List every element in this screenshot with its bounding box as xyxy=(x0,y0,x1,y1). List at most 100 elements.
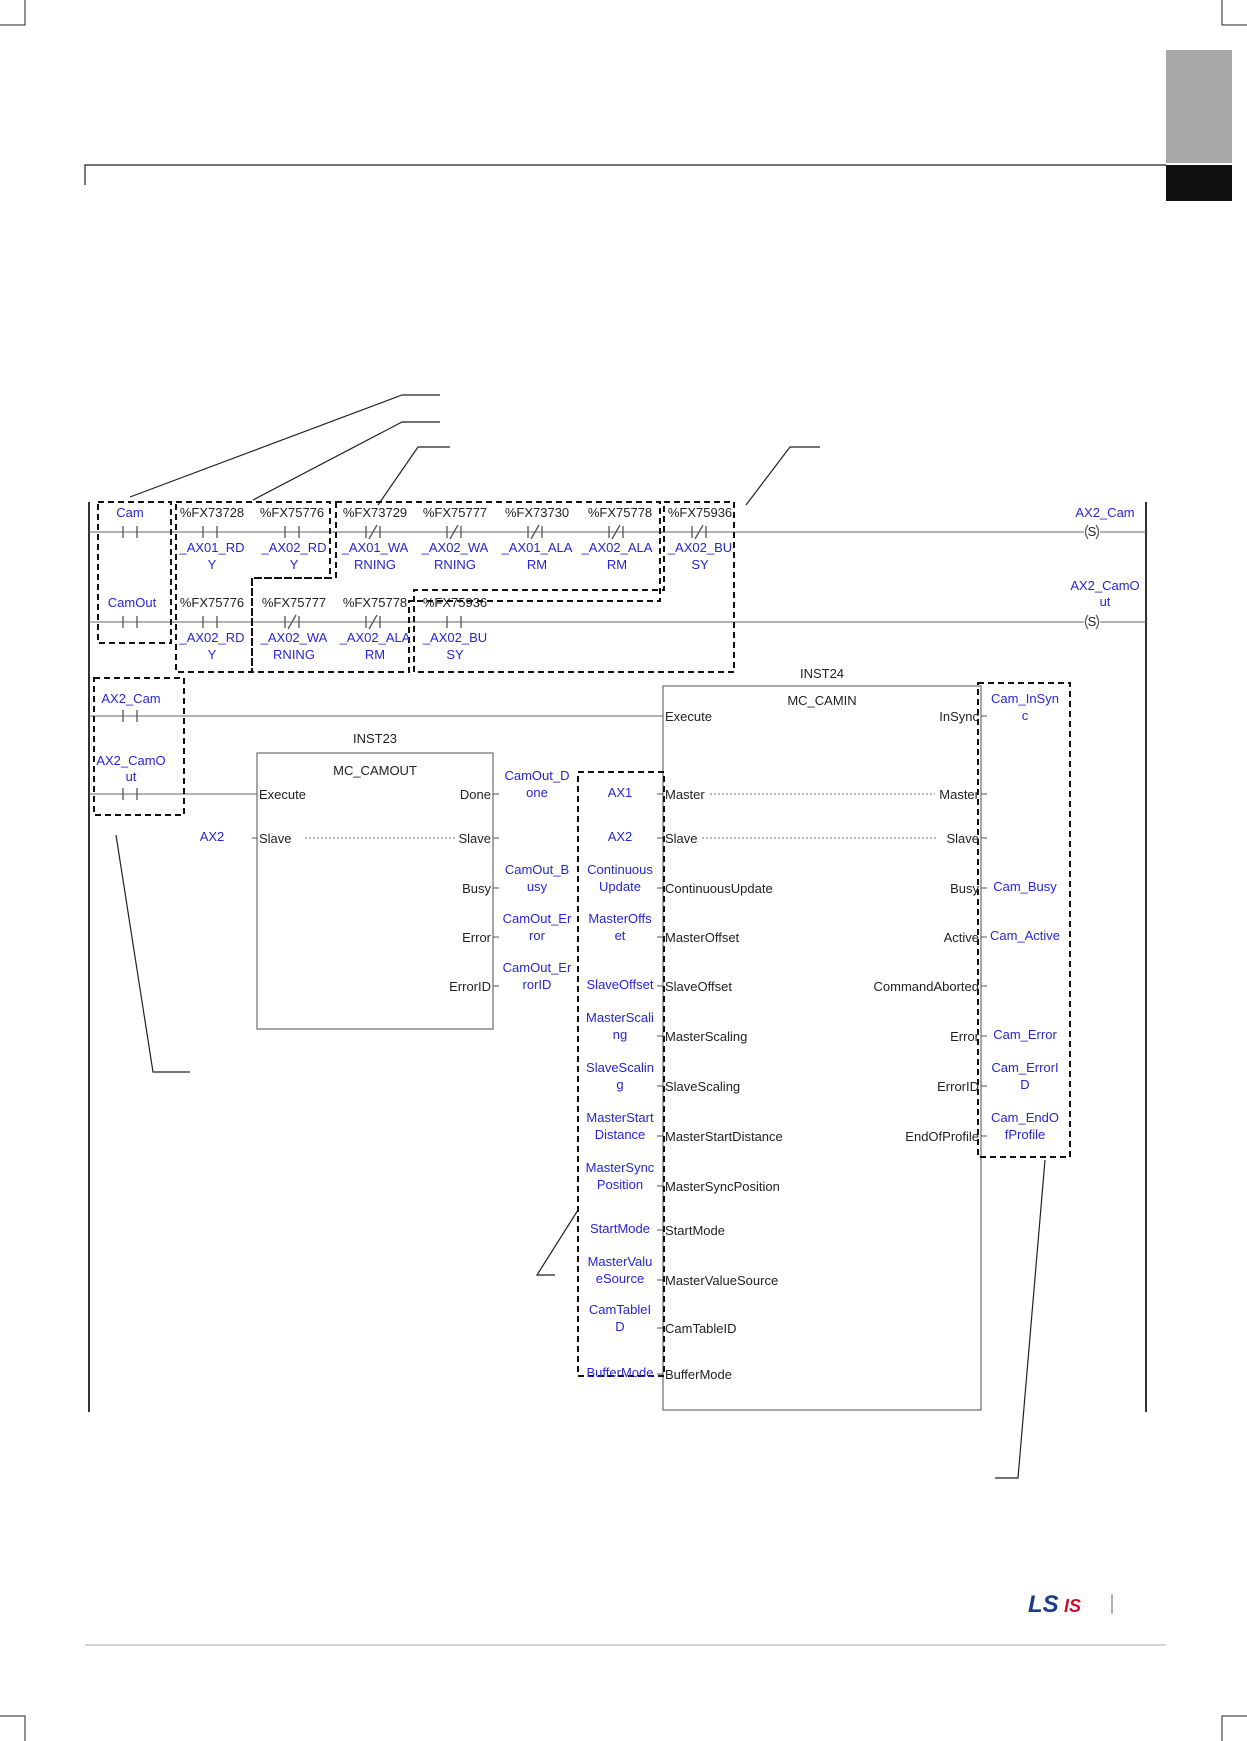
contact-ax2-camout-label[interactable]: AX2_CamO xyxy=(96,753,165,768)
contact-variable-cont: RM xyxy=(365,647,385,662)
camin-input-slavescaling: SlaveScaling xyxy=(665,1079,740,1094)
camin-output-insync: InSync xyxy=(939,709,979,724)
rung2-labels: CamOut %FX75776 _AX02_RD Y %FX75777 _AX0… xyxy=(108,578,1140,662)
camin-var-buffermode[interactable]: BufferMode xyxy=(587,1365,654,1380)
contact-variable[interactable]: _AX02_WA xyxy=(260,630,328,645)
camin-var-masterscaling[interactable]: MasterScali xyxy=(586,1010,654,1025)
camin-var-masteroffset[interactable]: MasterOffs xyxy=(588,911,652,926)
camin-var-error[interactable]: Cam_Error xyxy=(993,1027,1057,1042)
camin-output-master: Master xyxy=(939,787,979,802)
camout-done-variable[interactable]: CamOut_D xyxy=(504,768,569,783)
contact-variable-cont: SY xyxy=(691,557,709,572)
contact-address: %FX75776 xyxy=(180,595,244,610)
camin-var-slaveoffset[interactable]: SlaveOffset xyxy=(587,977,654,992)
coil-variable[interactable]: AX2_Cam xyxy=(1075,505,1134,520)
camin-var-camtableid[interactable]: CamTableI xyxy=(589,1302,651,1317)
logo-ls: LS xyxy=(1028,1591,1059,1618)
contact-address: %FX75778 xyxy=(588,505,652,520)
camin-var-errorid-cont: D xyxy=(1020,1077,1029,1092)
contact-symbols xyxy=(122,524,707,800)
camin-input-continuousupdate: ContinuousUpdate xyxy=(665,881,773,896)
camout-busy-variable-cont: usy xyxy=(527,879,548,894)
camin-var-slave[interactable]: AX2 xyxy=(608,829,633,844)
mc-camin-block[interactable] xyxy=(662,685,982,1411)
contact-variable[interactable]: _AX02_BU xyxy=(422,630,487,645)
rung-lines xyxy=(89,531,1146,795)
camin-var-continuousupdate[interactable]: Continuous xyxy=(587,862,653,877)
contact-address: %FX75777 xyxy=(423,505,487,520)
camin-var-camtableid-cont: D xyxy=(615,1319,624,1334)
camin-var-mastersyncposition[interactable]: MasterSync xyxy=(586,1160,655,1175)
camout-output-error: Error xyxy=(462,930,492,945)
camin-input-master: Master xyxy=(665,787,705,802)
camin-input-execute: Execute xyxy=(665,709,712,724)
camin-var-masterstartdistance[interactable]: MasterStart xyxy=(586,1110,654,1125)
contact-variable-cont: RNING xyxy=(273,647,315,662)
camin-var-master[interactable]: AX1 xyxy=(608,785,633,800)
camin-output-busy: Busy xyxy=(950,881,979,896)
camout-slave-variable[interactable]: AX2 xyxy=(200,829,225,844)
camin-var-mastervaluesource[interactable]: MasterValu xyxy=(588,1254,653,1269)
camin-var-endofprofile-cont: fProfile xyxy=(1005,1127,1045,1142)
contact-variable-cont: RNING xyxy=(434,557,476,572)
camin-input-mastersyncposition: MasterSyncPosition xyxy=(665,1179,780,1194)
contact-variable[interactable]: _AX02_RD xyxy=(260,540,326,555)
camin-var-errorid[interactable]: Cam_ErrorI xyxy=(991,1060,1058,1075)
coil-set-symbol: S xyxy=(1088,614,1097,629)
camout-output-done: Done xyxy=(460,787,491,802)
camin-var-slavescaling[interactable]: SlaveScalin xyxy=(586,1060,654,1075)
camin-input-masterscaling: MasterScaling xyxy=(665,1029,747,1044)
contact-ax2-cam-label[interactable]: AX2_Cam xyxy=(101,691,160,706)
rung3-labels: AX2_Cam AX2_CamO ut xyxy=(96,691,165,784)
contact-variable[interactable]: _AX02_ALA xyxy=(581,540,653,555)
camin-var-endofprofile[interactable]: Cam_EndO xyxy=(991,1110,1059,1125)
pin-ticks xyxy=(252,715,987,1375)
camin-var-mastervaluesource-cont: eSource xyxy=(596,1271,644,1286)
contact-variable-cont: Y xyxy=(208,647,217,662)
camout-output-errorid: ErrorID xyxy=(449,979,491,994)
mc-camout-block[interactable] xyxy=(256,752,494,1030)
camin-var-mastersyncposition-cont: Position xyxy=(597,1177,643,1192)
camin-var-active[interactable]: Cam_Active xyxy=(990,928,1060,943)
camout-instance-name: INST23 xyxy=(353,731,397,746)
coil-variable-cont: ut xyxy=(1100,594,1111,609)
coil-variable[interactable]: AX2_CamO xyxy=(1070,578,1139,593)
contact-variable-cont: Y xyxy=(290,557,299,572)
camout-block-labels: INST23 MC_CAMOUT Execute Slave Done Slav… xyxy=(200,731,572,994)
contact-camout-label[interactable]: CamOut xyxy=(108,595,157,610)
contact-variable[interactable]: _AX01_ALA xyxy=(501,540,573,555)
contact-variable-cont: RNING xyxy=(354,557,396,572)
camout-errorid-variable[interactable]: CamOut_Er xyxy=(503,960,572,975)
highlight-boxes xyxy=(93,501,1071,1377)
camin-output-slave: Slave xyxy=(946,831,979,846)
logo-is: IS xyxy=(1064,1596,1081,1616)
header-rule xyxy=(84,164,1166,185)
camout-error-variable[interactable]: CamOut_Er xyxy=(503,911,572,926)
contact-variable[interactable]: _AX01_WA xyxy=(341,540,409,555)
camin-var-busy[interactable]: Cam_Busy xyxy=(993,879,1057,894)
camin-input-camtableid: CamTableID xyxy=(665,1321,737,1336)
camin-output-active: Active xyxy=(944,930,979,945)
camin-input-buffermode: BufferMode xyxy=(665,1367,732,1382)
camin-output-variables: Cam_InSyn c Cam_Busy Cam_Active Cam_Erro… xyxy=(990,691,1060,1142)
contact-variable[interactable]: _AX02_WA xyxy=(421,540,489,555)
contact-variable[interactable]: _AX01_RD xyxy=(178,540,244,555)
camout-busy-variable[interactable]: CamOut_B xyxy=(505,862,569,877)
contact-cam-label[interactable]: Cam xyxy=(116,505,143,520)
contact-variable[interactable]: _AX02_BU xyxy=(667,540,732,555)
passthrough-lines xyxy=(305,793,938,839)
camout-output-slave: Slave xyxy=(458,831,491,846)
camin-var-startmode[interactable]: StartMode xyxy=(590,1221,650,1236)
contact-address: %FX75778 xyxy=(343,595,407,610)
camout-errorid-variable-cont: rorID xyxy=(523,977,552,992)
camin-output-errorid: ErrorID xyxy=(937,1079,979,1094)
camout-done-variable-cont: one xyxy=(526,785,548,800)
contact-address: %FX75936 xyxy=(668,505,732,520)
contact-variable[interactable]: _AX02_ALA xyxy=(339,630,411,645)
camin-instance-name: INST24 xyxy=(800,666,844,681)
camin-var-insync[interactable]: Cam_InSyn xyxy=(991,691,1059,706)
contact-variable[interactable]: _AX02_RD xyxy=(178,630,244,645)
coil-symbols xyxy=(1084,524,1100,630)
